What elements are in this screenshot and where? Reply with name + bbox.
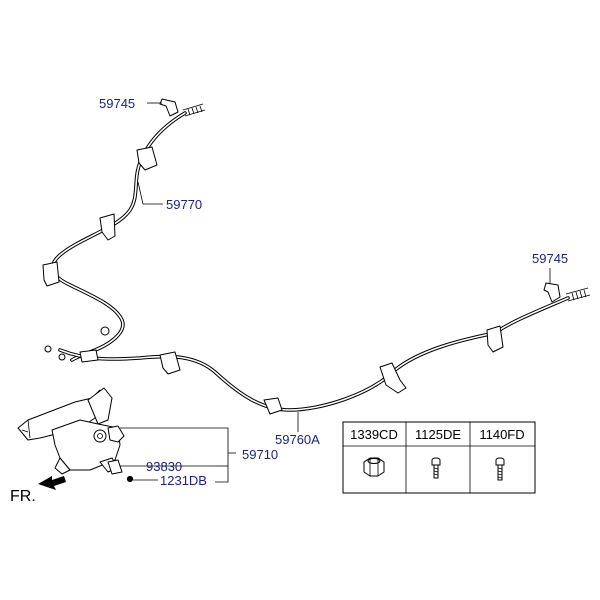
fastener-table: 1339CD 1125DE 1140FD	[342, 421, 536, 494]
callout-59710: 59710	[242, 447, 278, 462]
left-cable-clip-upper	[136, 146, 158, 171]
left-cable-grommet	[100, 326, 110, 336]
table-header-col-2: 1125DE	[415, 427, 461, 442]
bolt-short-icon	[431, 457, 441, 479]
switch-screw	[126, 475, 134, 483]
nut-icon	[363, 457, 385, 477]
callout-59745-right: 59745	[532, 251, 568, 266]
cable-end-ball-right	[58, 353, 66, 361]
right-cable-clip-1	[486, 325, 504, 353]
table-header-col-3: 1140FD	[479, 427, 524, 442]
right-cable-clip-2	[379, 362, 407, 394]
callout-59770: 59770	[166, 197, 202, 212]
left-cable-clip-middle	[99, 213, 116, 241]
leader-lines	[120, 102, 551, 483]
right-cable-end-clip	[543, 282, 561, 303]
bolt-long-icon	[495, 457, 505, 481]
right-parking-brake-cable	[44, 282, 591, 415]
front-direction-arrow	[38, 476, 66, 490]
right-cable-clip-3	[263, 397, 283, 415]
left-cable-clip-lower	[42, 261, 60, 287]
left-parking-brake-cable	[42, 98, 206, 362]
callout-59745-left: 59745	[99, 96, 135, 111]
cable-equalizer	[79, 349, 99, 363]
front-label: FR.	[10, 488, 36, 505]
callout-59760a: 59760A	[275, 432, 320, 447]
parking-brake-lever-assembly	[17, 387, 134, 483]
callout-93830: 93830	[146, 459, 182, 474]
parking-brake-switch	[107, 459, 123, 475]
left-cable-end-clip	[159, 98, 179, 117]
callout-1231db: 1231DB	[160, 473, 207, 488]
table-header-col-1: 1339CD	[350, 427, 398, 442]
right-cable-clip-4	[159, 351, 181, 375]
cable-end-ball-left	[44, 345, 52, 353]
